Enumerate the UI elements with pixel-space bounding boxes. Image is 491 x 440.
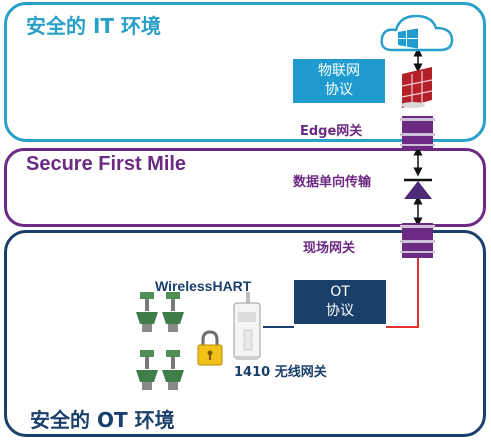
ot-protocol-box: OT 协议 [294,280,386,324]
it-zone-title: 安全的 IT 环境 [26,14,162,38]
wireless-gateway-label: 1410 无线网关 [234,365,327,380]
edge-gateway-label: Edge网关 [300,124,363,139]
padlock-icon [197,330,223,366]
ot-connection-line [386,258,419,328]
valve-icon [162,350,184,390]
field-gateway-label: 现场网关 [303,241,356,256]
edge-gateway-icon [400,116,435,150]
wireless-gateway-icon [233,292,261,360]
windows-logo-icon [398,28,418,49]
valve-icon [136,350,158,390]
field-gateway-icon [400,223,435,258]
valve-icon [136,292,158,332]
unidirectional-label: 数据单向传输 [293,175,372,190]
iot-protocol-line2: 协议 [325,82,353,98]
firewall-icon [401,67,433,108]
iot-protocol-box: 物联网 协议 [293,59,385,103]
sfm-zone-title: Secure First Mile [26,153,187,175]
ot-protocol-line2: 协议 [326,303,354,319]
iot-protocol-line1: 物联网 [318,63,360,79]
ot-zone-title: 安全的 OT 环境 [30,408,175,432]
secure-first-mile-zone [4,148,486,227]
ot-protocol-line1: OT [330,284,350,300]
valve-icon [162,292,184,332]
wirelesshart-label: WirelessHART [155,278,252,294]
data-diode-icon [404,178,432,199]
